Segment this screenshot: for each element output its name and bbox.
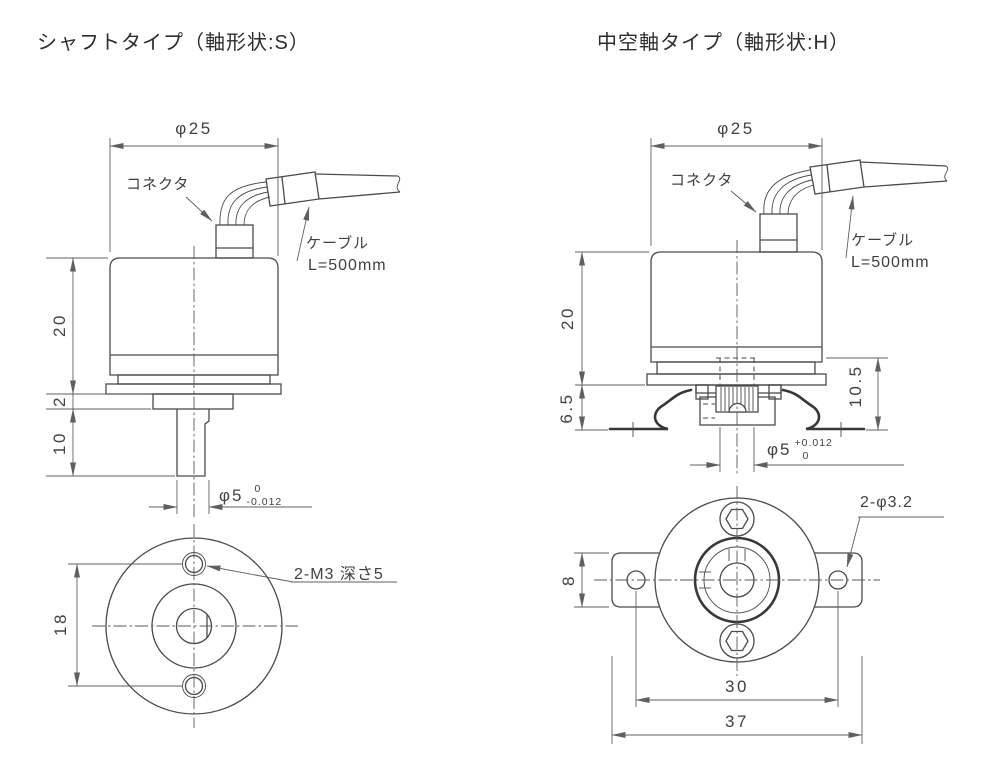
dim-shaft-length: 10 (50, 431, 69, 455)
shaft-bottom-view-linework (68, 524, 397, 728)
connector-label-shaft: コネクタ (126, 176, 190, 193)
dim-phi25-hollow: φ25 (717, 119, 755, 138)
cable-label-hollow: ケーブル (851, 232, 915, 249)
dim-overall-width: 37 (725, 712, 749, 731)
dim-hole-pitch-hollow: 30 (725, 677, 749, 696)
shaft-diameter-tolerance: 0-0.012 (246, 483, 282, 508)
bore-diameter-nominal: φ5 (767, 439, 792, 459)
tolerance-upper: 0 (254, 483, 262, 495)
tolerance-upper: +0.012 (794, 437, 833, 449)
dim-body-height-shaft: 20 (50, 313, 69, 337)
tolerance-lower: 0 (802, 449, 810, 462)
shaft-side-view-linework (46, 138, 401, 518)
hollow-side-view-linework (575, 138, 949, 474)
dim-body-height-hollow: 20 (558, 306, 577, 330)
dim-phi25-shaft: φ25 (175, 119, 213, 138)
hollow-type-title: 中空軸タイプ（軸形状:H） (597, 32, 850, 54)
cable-label-shaft: ケーブル (306, 235, 370, 252)
cable-length-shaft: L=500mm (308, 257, 387, 274)
dim-hole-pitch-shaft: 18 (51, 612, 70, 636)
dim-boss-height-shaft: 2 (50, 395, 69, 407)
connector-label-hollow: コネクタ (670, 172, 734, 189)
shaft-type-title: シャフトタイプ（軸形状:S） (37, 32, 310, 54)
thread-note-shaft: 2-M3 深さ5 (294, 566, 384, 583)
tolerance-lower: -0.012 (246, 495, 283, 508)
dim-shaft-diameter: φ5 0-0.012 (219, 483, 282, 508)
dim-insertion-depth: 10.5 (846, 364, 865, 408)
dim-tab-height: 8 (559, 574, 578, 586)
cable-length-hollow: L=500mm (851, 254, 930, 271)
shaft-diameter-nominal: φ5 (219, 485, 244, 505)
dim-bracket-height: 6.5 (557, 392, 576, 424)
hole-note-hollow: 2-φ3.2 (860, 494, 913, 511)
hollow-bottom-view-linework (574, 486, 944, 744)
